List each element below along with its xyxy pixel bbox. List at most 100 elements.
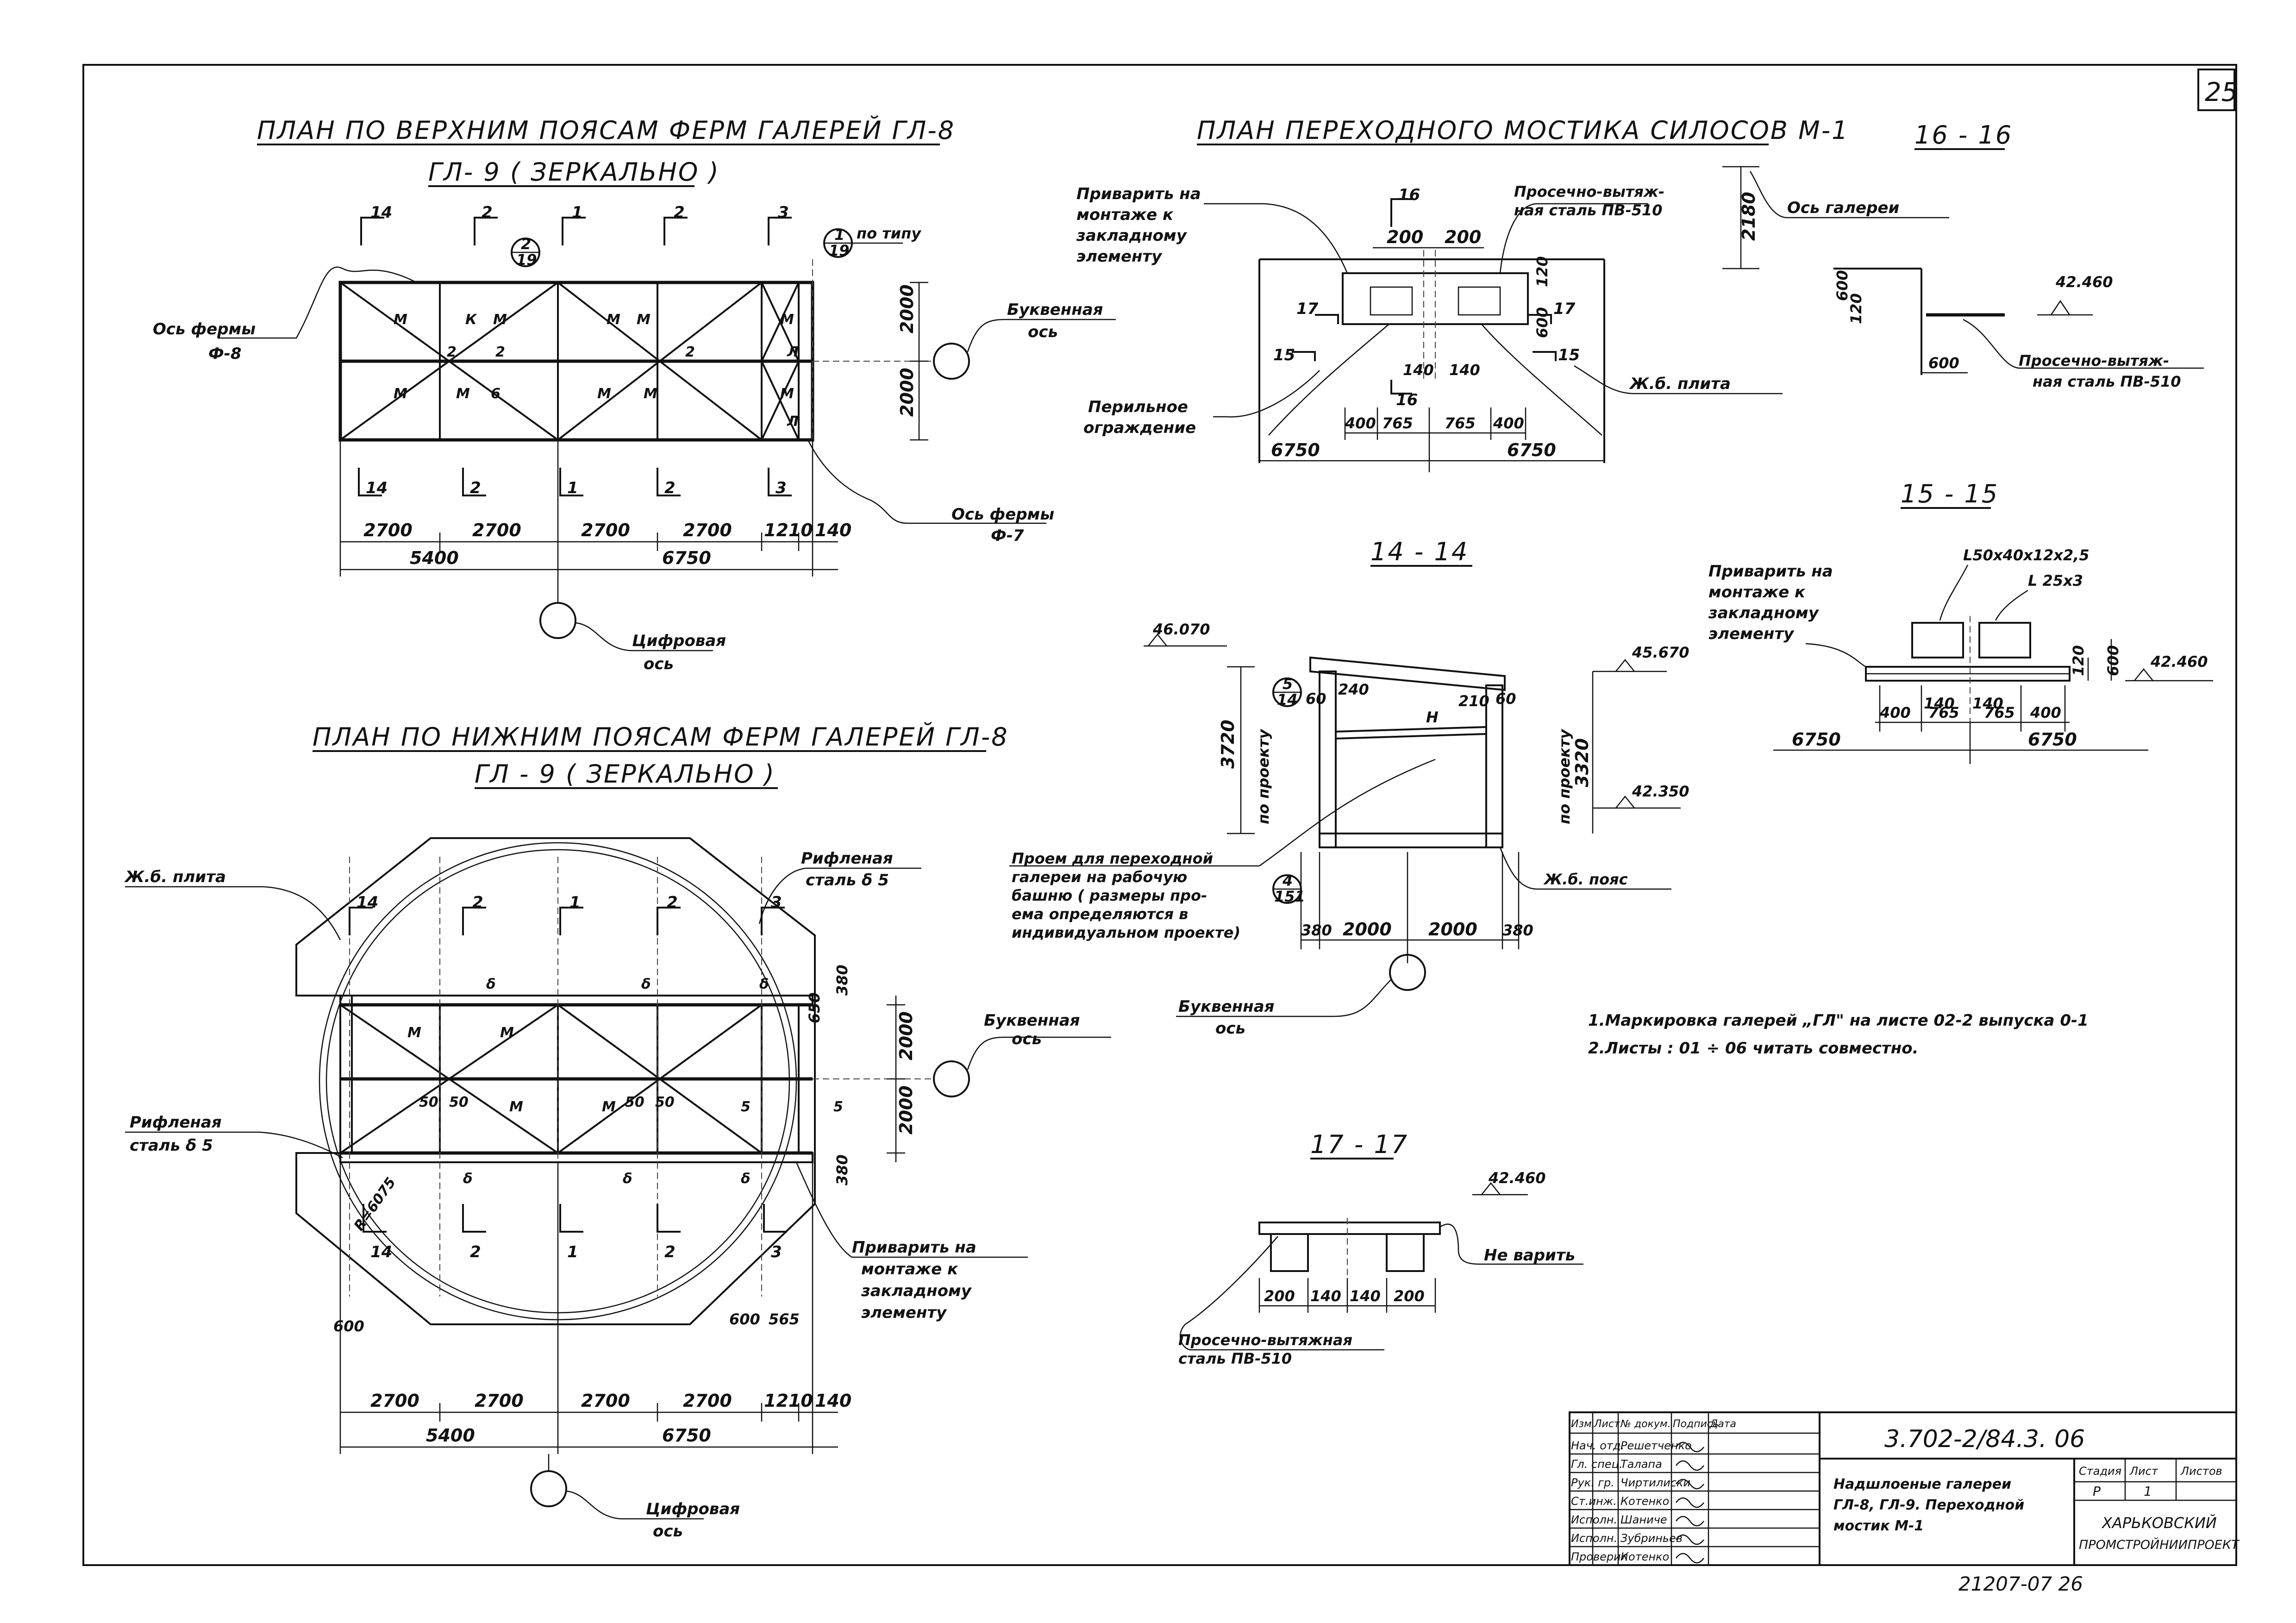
dim-vertical: 2180 <box>1739 192 1759 241</box>
member-mark: Н <box>1426 708 1439 726</box>
plan-mark: δ <box>641 976 651 992</box>
plan-mark: 50 <box>419 1094 438 1110</box>
dim-bottom: 400 <box>1493 414 1524 432</box>
section-17-17: 17 - 17 42.460 Не варить 200 140 140 200… <box>1178 1130 1583 1367</box>
opening-note: Проем для переходной <box>1012 850 1213 867</box>
plan-mark: δ <box>759 976 769 992</box>
dim-total: 6750 <box>662 548 711 568</box>
sheet-label: Лист <box>2129 1465 2158 1478</box>
weld-note: Приварить на <box>1076 185 1201 203</box>
drawing-description: Надшлоеные галереи <box>1833 1476 2011 1492</box>
sheets-label: Листов <box>2180 1465 2222 1478</box>
dim-right: 2000 <box>896 1011 916 1060</box>
section-mark: 14 <box>370 1243 392 1261</box>
truss-axis-label: Ось фермы <box>153 320 256 338</box>
checker-plate-label: Рифленая <box>130 1113 222 1132</box>
tb-role: Гл. спец. <box>1571 1458 1623 1471</box>
section-mark: 16 <box>1396 391 1418 409</box>
tb-role: Нач. отд. <box>1571 1439 1624 1452</box>
dim-bay: 140 <box>815 1391 851 1411</box>
page-number-box <box>2197 69 2235 111</box>
ref-circle-number: 1 <box>834 226 845 244</box>
gallery-axis-label: Ось галереи <box>1787 199 1899 217</box>
weld-note: монтаже к <box>1708 583 1806 602</box>
dim-top: 200 <box>1445 227 1481 247</box>
plan-top-view: План по верхним поясам ферм галерей ГЛ-8… <box>153 116 1116 673</box>
tb-header: № докум. <box>1620 1418 1670 1430</box>
dim-right: 120 <box>1533 256 1551 287</box>
digit-axis-label: Цифровая <box>632 632 726 650</box>
deck-plate <box>1258 1222 1441 1235</box>
dim-left: 3720 <box>1218 720 1238 769</box>
document-code: 3.702-2/84.3. 06 <box>1884 1425 2085 1453</box>
plan-mark: 5 <box>741 1099 751 1115</box>
expanded-metal-note: Просечно-вытяж- <box>2019 352 2169 370</box>
weld-note: элементу <box>861 1303 947 1322</box>
page-number: 25 <box>2205 77 2238 107</box>
plan-mark: М <box>500 1025 514 1041</box>
member-mark: 2 <box>495 344 505 360</box>
note-2: 2.Листы : 01 ÷ 06 читать совместно. <box>1588 1039 1919 1058</box>
section-mark: 2 <box>664 1243 676 1261</box>
dim-bottom: 2000 <box>1343 919 1392 940</box>
belt-label: Ж.б. пояс <box>1543 871 1628 888</box>
expanded-metal-note: сталь ПВ-510 <box>1178 1350 1292 1367</box>
dim-bay: 2700 <box>581 1391 630 1411</box>
tb-name: Чиртилиски <box>1620 1476 1690 1489</box>
slab-outline <box>295 837 816 1325</box>
dim-vert: 600 <box>2104 645 2122 676</box>
plan-mark: δ <box>623 1171 632 1187</box>
dim-bay: 1210 <box>764 520 813 540</box>
section-15-title: 15 - 15 <box>1901 479 1999 508</box>
section-mark: 2 <box>470 1243 481 1261</box>
angle-spec: L 25x3 <box>2028 572 2083 589</box>
member-mark: М <box>394 312 407 328</box>
dim-total: 6750 <box>2028 729 2077 750</box>
section-mark: 3 <box>771 893 782 912</box>
plan-mark: М <box>509 1099 523 1115</box>
dim-bay: 2700 <box>683 520 732 540</box>
member-mark: Л <box>787 414 799 430</box>
dim-small: 600 <box>333 1317 364 1335</box>
dim-bottom: 765 <box>1984 704 2015 721</box>
digit-axis-label-2: ось <box>653 1522 683 1541</box>
dim-total: 6750 <box>1792 729 1841 750</box>
dim-small: 600 <box>729 1310 760 1328</box>
section-mark: 1 <box>569 893 581 912</box>
dim-bottom: 140 <box>1310 1287 1341 1305</box>
dim-bottom: 380 <box>1301 921 1332 939</box>
radius-label: R=6075 <box>351 1175 399 1234</box>
dim-bottom: 400 <box>1879 704 1911 721</box>
weld-note: элементу <box>1708 625 1795 643</box>
dim-bottom: 200 <box>1264 1287 1295 1305</box>
weld-note: элементу <box>1076 247 1163 266</box>
dim-bay: 1210 <box>764 1391 813 1411</box>
elevation: 42.460 <box>2055 273 2113 291</box>
checker-plate-spec: сталь δ 5 <box>806 871 889 890</box>
tb-name: Талапа <box>1620 1458 1662 1471</box>
plan-bottom-title: План по нижним поясам ферм галерей ГЛ-8 <box>313 722 1009 752</box>
drawing-description: ГЛ-8, ГЛ-9. Переходной <box>1833 1497 2024 1513</box>
dim-total: 6750 <box>662 1425 711 1446</box>
section-mark: 3 <box>778 203 789 222</box>
dim-small: 380 <box>833 965 851 996</box>
truss-axis-label: Ось фермы <box>951 505 1054 524</box>
section-15-15: 15 - 15 Приварить на монтаже к закладном… <box>1708 479 2213 764</box>
tb-role: Проверил <box>1571 1550 1628 1563</box>
slab-label: Ж.б. плита <box>1629 375 1731 393</box>
tb-role: Ст.инж. <box>1571 1495 1617 1508</box>
section-mark: 14 <box>366 479 388 497</box>
dim-bottom: 140 <box>1350 1287 1381 1305</box>
elevation: 42.460 <box>1488 1169 1545 1187</box>
dim-item: 600 <box>1928 354 1959 372</box>
ref-circle-number: 5 <box>1283 675 1293 693</box>
letter-axis-label-2: ось <box>1012 1030 1042 1048</box>
section-mark: 14 <box>370 203 392 222</box>
dim-bay: 2700 <box>581 520 630 540</box>
section-mark: 14 <box>357 893 378 912</box>
member-mark: М <box>780 312 794 328</box>
dim-item: 600 <box>1833 270 1851 301</box>
bridge-plan-view: План переходного мостика силосов М-1 16 … <box>1076 116 1848 472</box>
section-mark: 2 <box>472 893 483 912</box>
